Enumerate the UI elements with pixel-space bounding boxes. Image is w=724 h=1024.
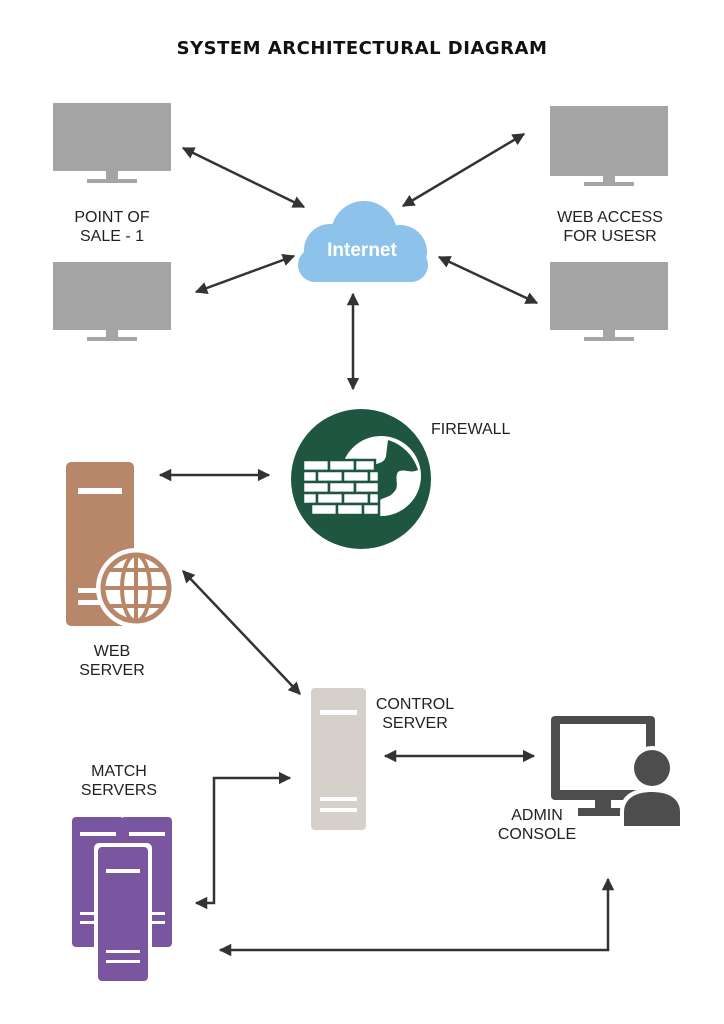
web-access-label-line2: FOR USESR <box>563 228 657 245</box>
arrow-web1-internet <box>401 132 526 208</box>
match-servers-label-line1: MATCH <box>91 763 147 780</box>
web-server-label-line1: WEB <box>93 643 131 660</box>
web-server-icon <box>66 462 176 628</box>
control-server-label-line2: SERVER <box>382 715 448 732</box>
admin-console-label-line2: CONSOLE <box>497 826 577 843</box>
web-server-label-line2: SERVER <box>79 662 145 679</box>
arrow-match-admin <box>218 877 615 957</box>
admin-console-label: ADMIN CONSOLE <box>487 806 587 844</box>
monitor-icon-pos-bottom <box>53 262 171 341</box>
arrow-control-match <box>194 771 292 910</box>
arrow-pos1-internet <box>181 146 306 209</box>
admin-console-icon <box>551 716 684 826</box>
monitor-icon-pos-top <box>53 103 171 183</box>
server-icon <box>311 688 366 830</box>
web-access-label: WEB ACCESS FOR USESR <box>545 208 675 246</box>
match-servers-label: MATCH SERVERS <box>69 762 169 800</box>
point-of-sale-label: POINT OF SALE - 1 <box>62 208 162 246</box>
monitor-icon-web-top <box>550 106 668 186</box>
monitor-icon-web-bottom <box>550 262 668 341</box>
web-server-label: WEB SERVER <box>62 642 162 680</box>
point-of-sale-label-line1: POINT OF <box>74 209 150 226</box>
firewall-label: FIREWALL <box>431 421 511 438</box>
web-access-label-line1: WEB ACCESS <box>557 209 663 226</box>
diagram-title: SYSTEM ARCHITECTURAL DIAGRAM <box>176 38 548 59</box>
internet-label: Internet <box>327 240 397 261</box>
control-server-label-line1: CONTROL <box>375 696 455 713</box>
server-stack-icon <box>72 817 172 985</box>
firewall-icon <box>291 409 431 549</box>
arrow-web2-internet <box>437 255 539 305</box>
connector-arrows <box>158 132 615 957</box>
point-of-sale-label-line2: SALE - 1 <box>79 228 145 245</box>
admin-console-label-line1: ADMIN <box>511 807 563 824</box>
arrow-webserver-control <box>182 570 301 695</box>
arrow-pos2-internet <box>194 254 296 294</box>
control-server-label: CONTROL SERVER <box>365 695 465 733</box>
cloud-icon <box>298 201 428 282</box>
match-servers-label-line2: SERVERS <box>80 782 158 799</box>
